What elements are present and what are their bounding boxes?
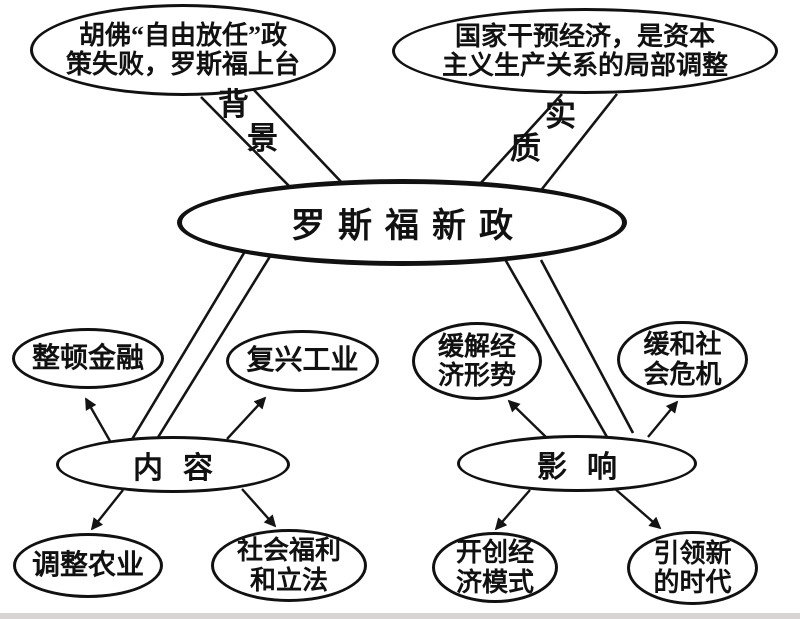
node-influence-hub: 影响 — [457, 435, 697, 492]
node-create-economic-model: 开创经 济模式 — [432, 532, 558, 603]
arrow-to-create-economic-model — [494, 489, 531, 531]
connector-essence-line1 — [478, 93, 563, 186]
arrow-to-lead-new-era — [613, 487, 662, 530]
connector-background-line1 — [200, 96, 295, 192]
node-text-line: 社会福利 — [236, 536, 341, 566]
node-text-line: 复兴工业 — [246, 345, 359, 377]
branch-title: 内容 — [133, 451, 233, 485]
node-text-line: 和立法 — [249, 565, 328, 595]
connector-background-line2 — [253, 89, 347, 188]
node-text-line: 引领新 — [653, 538, 732, 568]
node-text-line: 策失败，罗斯福上台 — [65, 50, 300, 79]
node-text-line: 开创经 — [455, 538, 534, 568]
scan-edge-artifact — [0, 613, 800, 619]
node-text-line: 调整农业 — [31, 549, 144, 581]
node-adjust-agriculture: 调整农业 — [13, 533, 163, 598]
node-social-welfare-legislation: 社会福利 和立法 — [211, 529, 367, 602]
edge-label-essence: 实质 — [510, 98, 576, 166]
node-text-line: 的时代 — [653, 568, 732, 597]
node-content-hub: 内容 — [56, 436, 290, 493]
node-ease-social-crisis: 缓和社 会危机 — [617, 321, 748, 398]
node-text-line: 主义生产关系的局部调整 — [441, 51, 728, 80]
arrow-to-social-welfare — [241, 488, 277, 528]
node-new-deal-central: 罗斯福新政 — [177, 179, 627, 266]
node-text-line: 整顿金融 — [31, 342, 144, 374]
node-ease-economy: 缓解经 济形势 — [412, 322, 542, 400]
edge-label-background: 背景 — [218, 87, 278, 156]
connector-content-line1 — [129, 247, 249, 442]
connector-essence-line2 — [540, 93, 619, 190]
node-revive-industry: 复兴工业 — [226, 330, 379, 392]
node-state-intervention-essence: 国家干预经济，是资本 主义生产关系的局部调整 — [392, 8, 778, 94]
branch-title: 影响 — [537, 450, 637, 484]
node-text-line: 国家干预经济，是资本 — [454, 21, 715, 51]
node-text-line: 胡佛“自由放任”政 — [78, 20, 287, 50]
arrow-to-rectify-finance — [84, 397, 112, 442]
connector-influence-line1 — [500, 253, 609, 438]
node-lead-new-era: 引领新 的时代 — [627, 531, 758, 605]
node-text-line: 缓和社 — [643, 330, 722, 360]
arrow-to-revive-industry — [226, 396, 267, 440]
node-text-line: 济形势 — [437, 361, 516, 390]
connector-influence-line2 — [539, 259, 635, 434]
arrow-to-adjust-agriculture — [90, 489, 124, 531]
arrow-to-ease-social-crisis — [647, 400, 679, 438]
node-hoover-background: 胡佛“自由放任”政 策失败，罗斯福上台 — [30, 4, 336, 96]
node-rectify-finance: 整顿金融 — [12, 328, 164, 389]
node-text-line: 缓解经 — [437, 331, 516, 361]
node-text-line: 济模式 — [455, 567, 534, 597]
central-title: 罗斯福新政 — [291, 208, 526, 245]
arrow-to-ease-economy — [507, 399, 549, 440]
node-text-line: 会危机 — [643, 359, 722, 389]
connector-content-line2 — [155, 249, 276, 440]
